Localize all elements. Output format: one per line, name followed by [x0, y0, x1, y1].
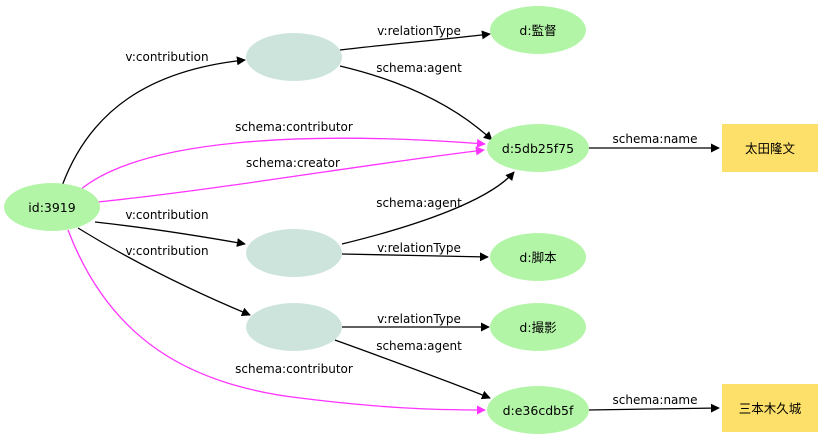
edge-label-creator: schema:creator — [246, 156, 340, 170]
edge-contributor-1 — [79, 137, 486, 191]
edge-contribution-1 — [61, 56, 246, 187]
node-kantoku: d:監督 — [490, 6, 586, 54]
edge-label-agent-2: schema:agent — [376, 196, 462, 210]
edge-creator — [97, 146, 485, 203]
node-label-kantoku: d:監督 — [519, 23, 556, 38]
blank-node-1 — [246, 33, 342, 81]
edge-contribution-2 — [94, 221, 246, 248]
edge-contribution-3 — [77, 227, 251, 317]
blank-node-2 — [246, 229, 342, 277]
blank-node-3 — [246, 303, 342, 351]
literal-ota: 太田隆文 — [722, 124, 818, 172]
edge-label-name-1: schema:name — [613, 132, 698, 146]
edge-label-relation-type-2: v:relationType — [377, 241, 461, 255]
node-5db25f75: d:5db25f75 — [487, 124, 589, 172]
literal-sanbongi: 三本木久城 — [722, 384, 818, 432]
edge-labels: v:contribution v:relationType schema:age… — [125, 24, 697, 407]
edge-label-relation-type-1: v:relationType — [377, 24, 461, 38]
edge-label-agent-1: schema:agent — [376, 61, 462, 75]
edge-agent-2 — [341, 171, 515, 245]
node-label-e36cdb5f: d:e36cdb5f — [503, 403, 574, 418]
node-label-5db25f75: d:5db25f75 — [502, 141, 574, 156]
edge-agent-3 — [334, 339, 491, 400]
edge-label-contribution-3: v:contribution — [125, 244, 208, 258]
edge-relation-type-2 — [341, 252, 489, 262]
node-e36cdb5f: d:e36cdb5f — [487, 386, 589, 434]
edge-label-name-2: schema:name — [613, 393, 698, 407]
edge-agent-1 — [339, 65, 493, 141]
edge-label-relation-type-3: v:relationType — [377, 312, 461, 326]
edge-label-contributor-1: schema:contributor — [235, 120, 353, 134]
nodes: id:3919 d:監督 d:5db25f75 太田隆文 d:脚本 d:撮影 — [4, 6, 818, 434]
edge-label-contribution-1: v:contribution — [125, 50, 208, 64]
node-kyakuhon: d:脚本 — [490, 233, 586, 281]
edge-label-agent-3: schema:agent — [376, 339, 462, 353]
literal-label-ota: 太田隆文 — [745, 141, 796, 156]
node-label-id-3919: id:3919 — [28, 200, 75, 215]
edge-name-2 — [587, 403, 720, 413]
node-satsuei: d:撮影 — [490, 303, 586, 351]
edges — [61, 30, 720, 415]
edge-label-contribution-2: v:contribution — [125, 208, 208, 222]
edge-relation-type-1 — [339, 30, 491, 51]
edge-contributor-2 — [67, 229, 486, 415]
node-label-kyakuhon: d:脚本 — [519, 250, 557, 265]
edge-label-contributor-2: schema:contributor — [235, 362, 353, 376]
literal-label-sanbongi: 三本木久城 — [739, 401, 802, 416]
node-id-3919: id:3919 — [4, 183, 100, 231]
node-label-satsuei: d:撮影 — [519, 320, 557, 335]
